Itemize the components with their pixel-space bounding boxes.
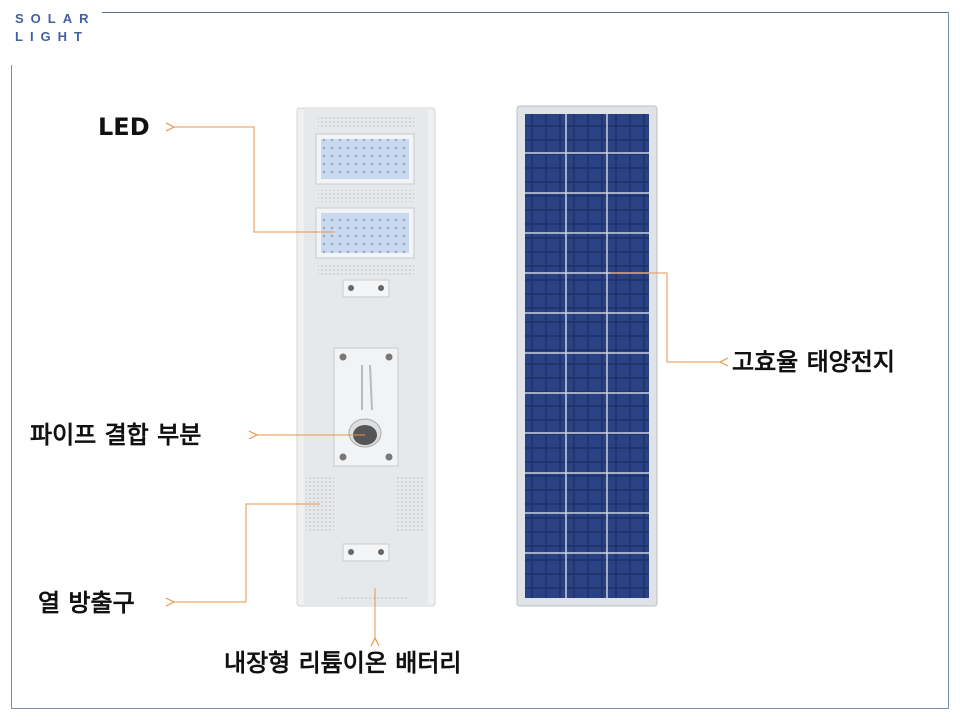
logo: SOLAR LIGHT: [15, 10, 96, 46]
solar-callout-line: [610, 272, 720, 362]
frame-right-border: [948, 12, 949, 709]
frame-left-border: [11, 65, 12, 709]
logo-line-1: SOLAR: [15, 11, 96, 26]
frame-top-border: [102, 12, 949, 13]
solar-panel: [516, 105, 658, 607]
logo-line-2: LIGHT: [15, 29, 89, 44]
frame-bottom-border: [11, 708, 949, 709]
label-battery: 내장형 리튬이온 배터리: [224, 649, 462, 677]
label-heat-vent: 열 방출구: [38, 589, 135, 617]
vent-callout-line: [174, 503, 320, 602]
led-module-2: [321, 213, 409, 253]
street-light-body: [296, 107, 436, 607]
heat-vent-right: [397, 476, 425, 532]
led-callout-line: [174, 127, 335, 233]
label-pipe-joint: 파이프 결합 부분: [30, 421, 202, 449]
label-led: LED: [98, 113, 150, 141]
label-solar-cell: 고효율 태양전지: [732, 348, 895, 376]
led-module-1: [321, 139, 409, 179]
callout-lines: [174, 127, 720, 638]
